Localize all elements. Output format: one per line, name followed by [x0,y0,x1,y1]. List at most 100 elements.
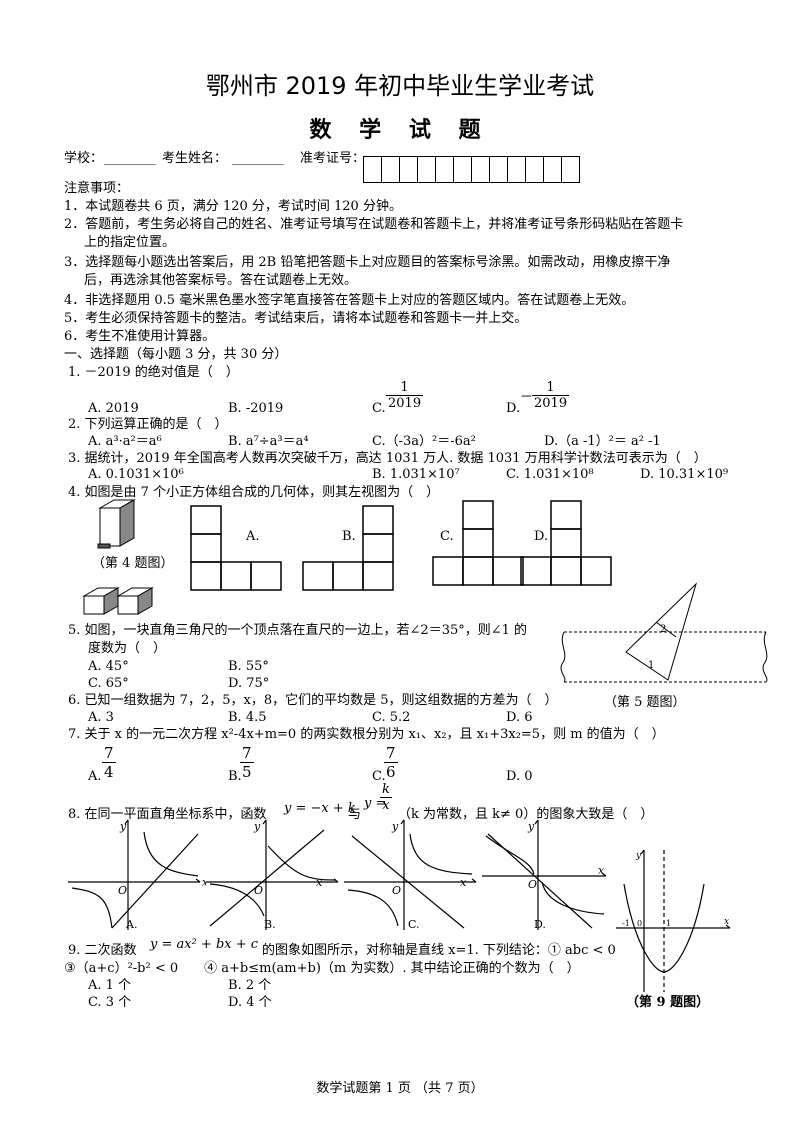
q8-graph-a: x y O A. [68,819,206,931]
q3-option-a: A. 0.1031×10⁶ [88,467,184,482]
notice-item: 6．考生不准使用计算器。 [64,329,216,344]
digit-box [453,156,472,183]
q2-option-c: C.（-3a）²＝-6a² [372,434,476,449]
digit-box [543,156,562,183]
q9-option-b: B. 2 个 [228,978,272,993]
axis-y-label: y [391,820,399,833]
q7-stem: 7. 关于 x 的一元二次方程 x²-4x+m=0 的两实数根分别为 x₁、x₂… [68,727,665,742]
digit-box [507,156,526,183]
denominator: 2019 [534,396,568,411]
q4-view-a [190,505,282,591]
q6-option-b: B. 4.5 [228,710,267,725]
q9-stem-part1: 9. 二次函数 [68,943,137,958]
q1-option-a: A. 2019 [88,401,139,416]
q8-graph-b: x y O B. [206,819,339,931]
q5-ruler-triangle-figure: 2 1 [560,582,768,683]
q5-stem-cont: 度数为（ ） [88,641,167,656]
numerator: 7 [102,744,116,763]
origin-label: O [254,884,263,897]
numerator: 7 [384,744,398,763]
numerator: 1 [532,380,570,396]
axis-x-label: x [316,876,323,889]
origin-label: O [528,878,537,891]
q1-option-d: D. [506,401,521,416]
digit-box [489,156,508,183]
axis-y-label: y [119,820,127,833]
denominator: 6 [386,763,396,781]
q8-graph-d: x y O D. [482,819,607,931]
q4-option-d: D. [534,529,549,544]
q8-stem-part3: （k 为常数，且 k≠ 0）的图象大致是（ ） [398,807,654,822]
q4-option-c: C. [440,529,454,544]
q8-option-d: D. [534,918,546,931]
tick-minus-one: -1 [622,919,630,928]
q1-option-c: C. [372,401,386,416]
denominator: 4 [104,763,114,781]
q3-option-c: C. 1.031×10⁸ [506,467,594,482]
q9-figure-caption: （第 9 题图） [626,995,710,1010]
q1-d-sign: － [520,390,534,405]
notice-item: 1．本试题卷共 6 页，满分 120 分，考试时间 120 分钟。 [64,199,402,214]
q4-option-a: A. [246,529,260,544]
q7-option-d: D. 0 [506,769,533,784]
q9-option-c: C. 3 个 [88,995,132,1010]
tick-one: 1 [666,919,671,928]
notice-item: 5．考生必须保持答题卡的整洁。考试结束后，请将本试题卷和答题卡一并上交。 [64,311,528,326]
axis-x-label: x [598,864,605,877]
angle-2-label: 2 [660,624,666,635]
q5-option-a: A. 45° [88,659,129,674]
exam-number-boxes [363,156,580,183]
q5-option-c: C. 65° [88,676,129,691]
notice-item: 上的指定位置。 [84,235,176,250]
digit-box [417,156,436,183]
q9-stem-part2: 的图象如图所示，对称轴是直线 x=1. 下列结论：① abc < 0 [262,943,616,958]
q8-linear-function: y = −x + k [284,801,356,816]
notice-item: 4．非选择题用 0.5 毫米黑色墨水签字笔直接答在答题卡上对应的答题区域内。答在… [64,293,635,308]
denominator: 5 [242,763,252,781]
q8-option-b: B. [264,918,276,931]
q5-option-b: B. 55° [228,659,269,674]
section-heading: 一、选择题（每小题 3 分，共 30 分） [64,347,288,362]
q1-option-b: B. -2019 [228,401,284,416]
q2-option-a: A. a³·a²＝a⁶ [88,434,162,449]
q9-function: y = ax² + bx + c [150,937,259,952]
q8-stem-part2: 与 [348,807,362,822]
school-blank: ________ [104,151,156,166]
q9-stem-part3: ③（a+c）²-b² < 0 ④ a+b≤m(am+b)（m 为实数）. 其中结… [64,961,580,976]
denominator: 2019 [388,396,422,411]
q9-option-d: D. 4 个 [228,995,272,1010]
q6-option-a: A. 3 [88,710,114,725]
digit-box [381,156,400,183]
digit-box [561,156,580,183]
q5-stem: 5. 如图，一块直角三角尺的一个顶点落在直尺的一边上，若∠2＝35°，则∠1 的 [68,623,528,638]
q2-stem: 2. 下列运算正确的是（ ） [68,417,228,432]
numerator: 7 [240,744,254,763]
q5-option-d: D. 75° [228,676,270,691]
school-label: 学校： [64,151,104,166]
notice-item: 2．答题前，考生务必将自己的姓名、准考证号填写在试题卷和答题卡上，并将准考证号条… [64,217,684,232]
notice-item: 后，再选涂其他答案标号。答在试题卷上无效。 [84,273,358,288]
digit-box [525,156,544,183]
q4-view-c [432,500,524,586]
axis-x-label: x [202,876,206,889]
q7-option-a: A. [88,769,102,784]
page-footer: 数学试题第 1 页 （共 7 页） [316,1081,484,1096]
numerator: 1 [386,380,424,396]
q8-inverse-left: y = [364,796,387,811]
q4-option-b: B. [342,529,356,544]
q2-option-b: B. a⁷÷a³＝a⁴ [228,434,309,449]
q6-option-c: C. 5.2 [372,710,411,725]
q6-stem: 6. 已知一组数据为 7，2，5，x，8，它们的平均数是 5，则这组数据的方差为… [68,693,558,708]
q6-option-d: D. 6 [506,710,533,725]
q1-stem: 1. －2019 的绝对值是（ ） [68,365,239,380]
q7-option-c: C. [372,769,386,784]
q8-graph-c: x y O C. [344,819,477,931]
axis-y-label: y [253,820,261,833]
origin-label: O [118,884,127,897]
q9-parabola-figure: x y -1 0 1 [616,849,731,992]
